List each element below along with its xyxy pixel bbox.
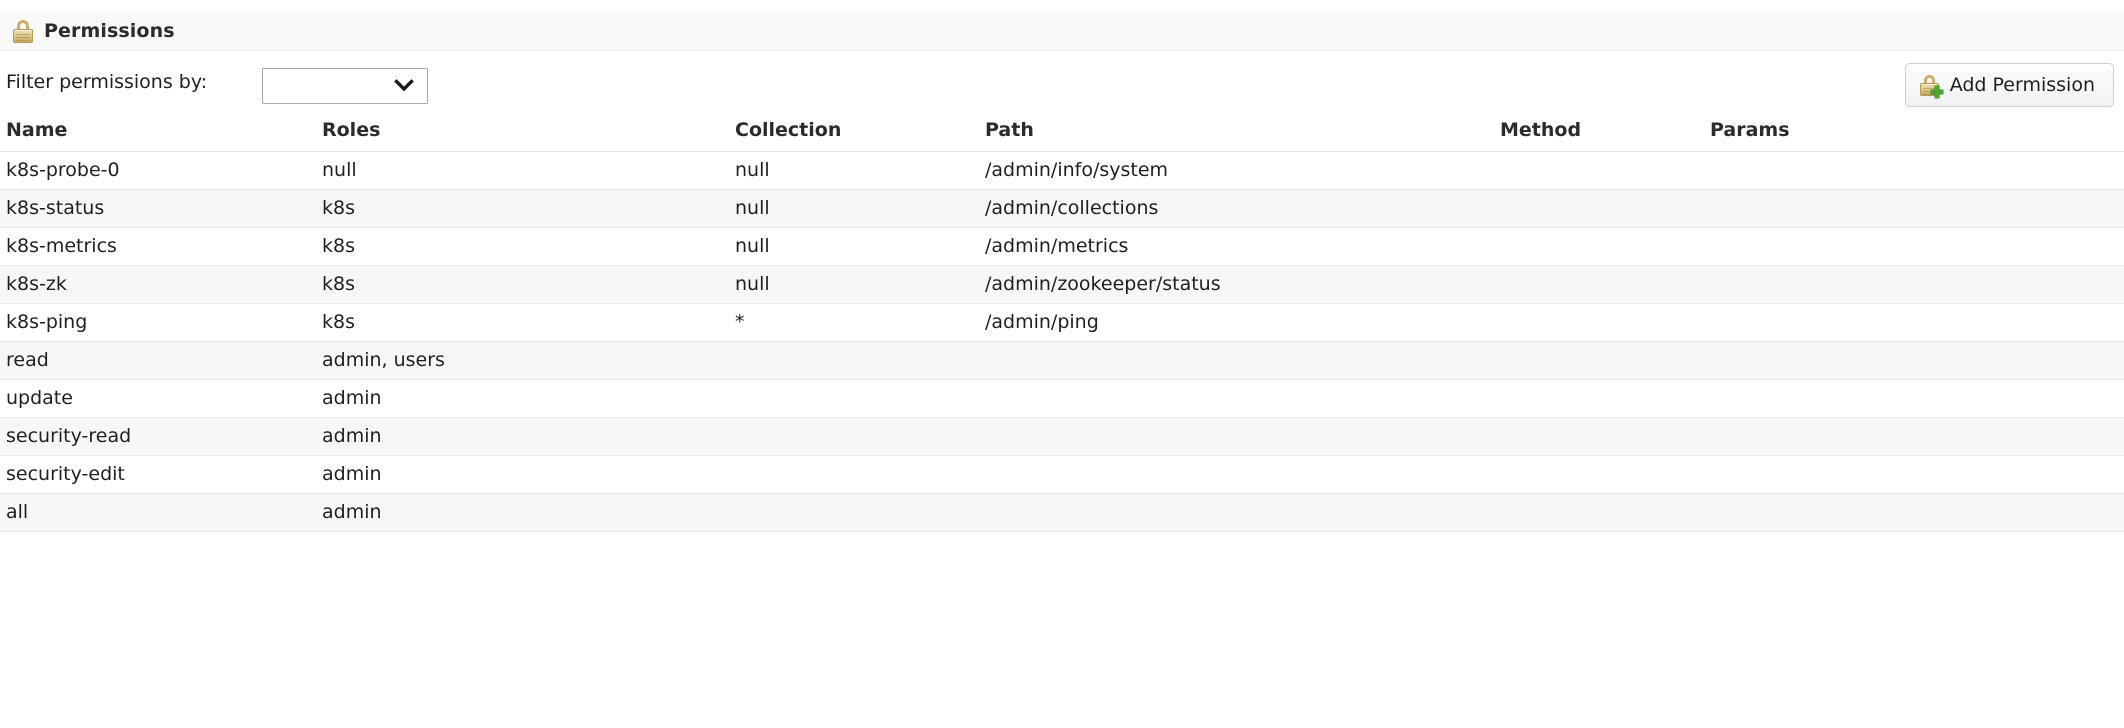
cell-path [985,455,1500,494]
cell-params [1710,189,2124,228]
cell-params [1710,227,2124,266]
cell-method [1500,417,1710,456]
permissions-table: Name Roles Collection Path Method Params… [0,115,2124,532]
cell-roles: admin [322,379,735,418]
cell-path: /admin/info/system [985,151,1500,190]
cell-method [1500,341,1710,380]
cell-name: k8s-ping [0,303,322,342]
cell-name: k8s-zk [0,265,322,304]
cell-path [985,341,1500,380]
cell-params [1710,417,2124,456]
cell-params [1710,493,2124,532]
filter-label: Filter permissions by: [6,71,208,93]
cell-method [1500,303,1710,342]
cell-name: security-edit [0,455,322,494]
cell-roles: admin, users [322,341,735,380]
cell-method [1500,151,1710,190]
cell-path [985,493,1500,532]
cell-name: k8s-metrics [0,227,322,266]
cell-collection: null [735,151,985,190]
cell-params [1710,265,2124,304]
page-title: Permissions [44,20,175,42]
cell-roles: k8s [322,189,735,228]
cell-name: read [0,341,322,380]
cell-path [985,417,1500,456]
column-header-name[interactable]: Name [0,115,322,152]
cell-collection: null [735,265,985,304]
filter-permissions-select[interactable] [262,68,428,104]
cell-path: /admin/zookeeper/status [985,265,1500,304]
cell-method [1500,455,1710,494]
cell-collection: null [735,189,985,228]
column-header-method[interactable]: Method [1500,115,1710,152]
cell-collection [735,455,985,494]
cell-name: update [0,379,322,418]
cell-roles: admin [322,417,735,456]
add-permission-label: Add Permission [1949,74,2095,96]
cell-collection: * [735,303,985,342]
cell-name: k8s-probe-0 [0,151,322,190]
cell-path [985,379,1500,418]
cell-method [1500,379,1710,418]
cell-roles: k8s [322,227,735,266]
table-header-row: Name Roles Collection Path Method Params [0,115,2124,152]
cell-method [1500,189,1710,228]
section-header: Permissions [0,12,2124,51]
cell-method [1500,493,1710,532]
cell-collection [735,417,985,456]
cell-name: all [0,493,322,532]
cell-collection: null [735,227,985,266]
column-header-params[interactable]: Params [1710,115,2124,152]
cell-params [1710,455,2124,494]
cell-params [1710,379,2124,418]
cell-roles: null [322,151,735,190]
cell-collection [735,379,985,418]
column-header-path[interactable]: Path [985,115,1500,152]
cell-name: k8s-status [0,189,322,228]
cell-roles: admin [322,493,735,532]
column-header-roles[interactable]: Roles [322,115,735,152]
cell-name: security-read [0,417,322,456]
cell-roles: k8s [322,303,735,342]
cell-params [1710,341,2124,380]
cell-collection [735,341,985,380]
cell-params [1710,151,2124,190]
cell-path: /admin/metrics [985,227,1500,266]
cell-collection [735,493,985,532]
lock-icon [12,19,34,43]
cell-path: /admin/ping [985,303,1500,342]
cell-params [1710,303,2124,342]
cell-path: /admin/collections [985,189,1500,228]
add-permission-button[interactable]: Add Permission [1904,63,2114,107]
permissions-toolbar: Filter permissions by: Add Permission [0,51,2124,115]
cell-method [1500,265,1710,304]
cell-method [1500,227,1710,266]
cell-roles: admin [322,455,735,494]
table-header: Name Roles Collection Path Method Params [0,115,2124,152]
lock-plus-icon [1919,74,1943,98]
column-header-collection[interactable]: Collection [735,115,985,152]
cell-roles: k8s [322,265,735,304]
